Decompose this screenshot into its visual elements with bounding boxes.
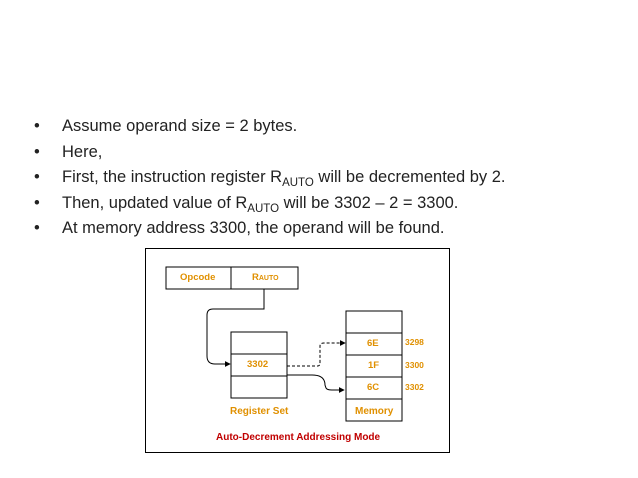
- bullet-item: • Here,: [28, 140, 506, 166]
- memory-cell: [345, 310, 403, 334]
- memory-value-1f: 1F: [368, 360, 380, 371]
- bullet-marker: •: [34, 193, 40, 212]
- register-value: 3302: [247, 359, 269, 370]
- bullet-text-start: First, the instruction register R: [62, 168, 283, 186]
- bullet-item: • Then, updated value of RAUTO will be 33…: [28, 191, 506, 217]
- rauto-label: RAUTO: [252, 272, 279, 283]
- bullet-item: • Assume operand size = 2 bytes.: [28, 114, 506, 140]
- bullet-item: • At memory address 3300, the operand wil…: [28, 216, 506, 242]
- bullet-list: • Assume operand size = 2 bytes. • Here, •…: [28, 114, 506, 242]
- diagram-caption: Auto-Decrement Addressing Mode: [216, 432, 381, 443]
- bullet-text-start: Then, updated value of R: [62, 193, 248, 212]
- bullet-text-end: will be decremented by 2.: [313, 168, 506, 186]
- memory-label: Memory: [355, 406, 394, 417]
- bullet-text-end: will be 3302 – 2 = 3300.: [279, 193, 459, 212]
- addressing-diagram: Opcode RAUTO 3302 6E 1F 6C 3298 3300 330…: [145, 248, 450, 453]
- diagram-lines: [165, 266, 403, 422]
- register-cell: [230, 331, 288, 355]
- rauto-main: R: [252, 272, 259, 283]
- memory-cell: [345, 398, 403, 422]
- rauto-to-register-arrow: [206, 289, 265, 367]
- bullet-marker: •: [34, 168, 40, 186]
- decrement-arrow: [287, 374, 345, 393]
- register-set-label: Register Set: [230, 406, 289, 417]
- memory-address-3300: 3300: [405, 360, 424, 370]
- bullet-text: Assume operand size = 2 bytes.: [62, 117, 298, 135]
- bullet-text: Here,: [62, 142, 103, 161]
- memory-value-6e: 6E: [367, 338, 379, 349]
- bullet-item: • First, the instruction register RAUTO w…: [28, 165, 506, 191]
- rauto-sub: AUTO: [258, 275, 279, 282]
- bullet-text: At memory address 3300, the operand will…: [62, 219, 445, 237]
- memory-value-6c: 6C: [367, 382, 380, 393]
- subscript-auto: AUTO: [247, 202, 280, 215]
- bullet-marker: •: [34, 142, 40, 161]
- bullet-marker: •: [34, 117, 40, 135]
- memory-address-3302: 3302: [405, 382, 424, 392]
- opcode-label: Opcode: [180, 272, 216, 283]
- subscript-auto: AUTO: [282, 177, 314, 189]
- bullet-marker: •: [34, 219, 40, 237]
- register-cell: [230, 375, 288, 399]
- register-to-memory-arrow: [287, 340, 346, 367]
- memory-address-3298: 3298: [405, 337, 424, 347]
